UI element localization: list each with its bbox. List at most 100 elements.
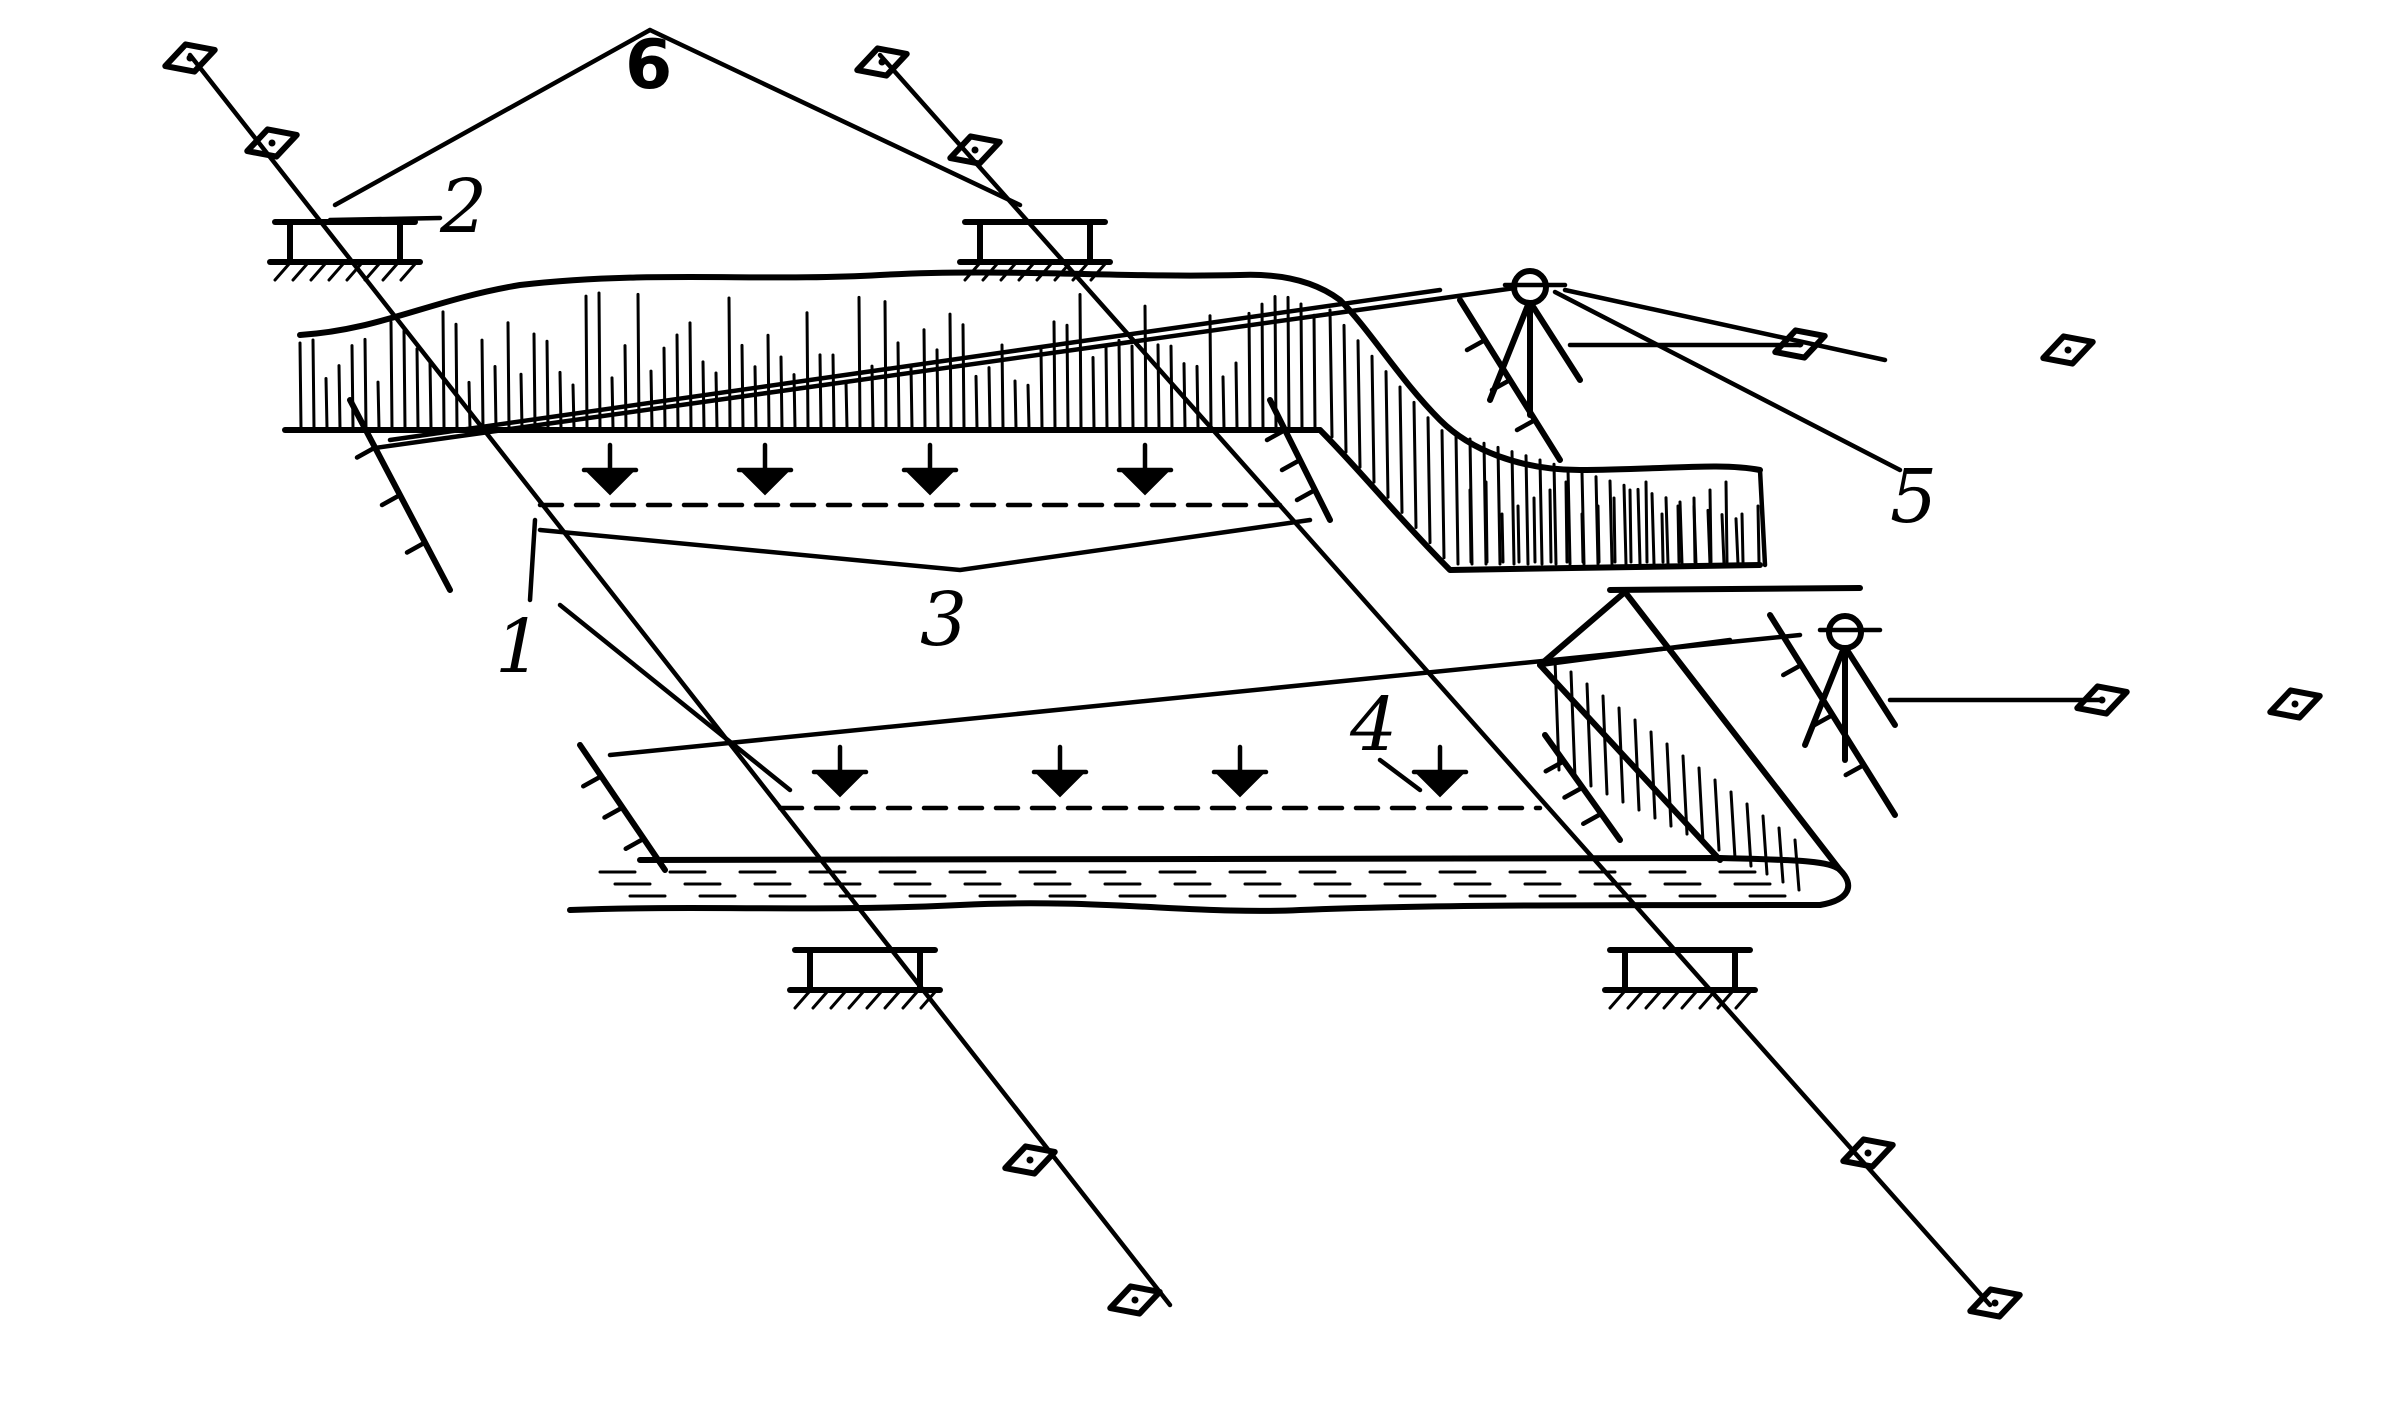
ground-hatch bbox=[363, 262, 381, 282]
hatch-stroke bbox=[1130, 344, 1135, 430]
level-markers bbox=[581, 442, 1469, 798]
hatch-stroke bbox=[805, 311, 810, 430]
ground-hatch bbox=[793, 990, 811, 1010]
hatch-stroke bbox=[948, 312, 953, 430]
ground-hatch bbox=[345, 262, 363, 282]
hatch-stroke bbox=[324, 376, 329, 430]
hatch-stroke bbox=[1664, 496, 1670, 566]
hatch-stroke bbox=[1566, 466, 1572, 566]
hatch-stroke bbox=[1596, 504, 1601, 564]
hatch-stroke bbox=[1708, 488, 1713, 564]
hatch-stroke bbox=[1580, 512, 1585, 564]
theodolite-upper bbox=[1487, 268, 1888, 418]
hatch-stroke bbox=[402, 329, 407, 430]
hatch-stroke bbox=[1468, 488, 1473, 564]
staff-tick bbox=[1781, 662, 1804, 678]
hatch-stroke bbox=[610, 376, 615, 430]
hatch-stroke bbox=[649, 369, 654, 430]
label-4: 4 bbox=[1349, 682, 1397, 768]
ground-hatch bbox=[1035, 262, 1053, 282]
marker-dot bbox=[1131, 1296, 1139, 1304]
ground-hatch bbox=[381, 262, 399, 282]
hatch-stroke bbox=[467, 380, 472, 430]
hatch-stroke bbox=[987, 366, 992, 430]
ground-hatch bbox=[963, 262, 981, 282]
hatch-stroke bbox=[441, 310, 446, 430]
hatch-stroke bbox=[1454, 433, 1460, 566]
ground-hatch bbox=[1680, 990, 1698, 1010]
sight-lines bbox=[372, 285, 1803, 811]
hatch-stroke bbox=[1510, 450, 1516, 566]
benchmarks bbox=[267, 219, 1758, 1010]
hatch-stroke bbox=[1756, 504, 1761, 564]
slope-hatching bbox=[1328, 308, 1761, 566]
level-triangle-icon bbox=[1413, 771, 1467, 798]
hatch-stroke bbox=[740, 343, 745, 430]
hatch-stroke bbox=[1649, 730, 1657, 820]
hatch-stroke bbox=[675, 333, 680, 430]
hatch-stroke bbox=[623, 344, 628, 430]
hatch-stroke bbox=[1039, 347, 1044, 430]
hatch-stroke bbox=[454, 322, 459, 430]
marker-dot bbox=[268, 139, 276, 147]
label-5: 5 bbox=[1890, 454, 1937, 540]
hatch-stroke bbox=[1440, 429, 1446, 560]
staff-tick bbox=[1843, 762, 1866, 778]
hatch-stroke bbox=[896, 341, 901, 430]
hatch-stroke bbox=[337, 364, 342, 430]
hatch-stroke bbox=[1636, 487, 1642, 566]
hatch-stroke bbox=[597, 291, 602, 430]
benchmark-legs bbox=[287, 219, 403, 265]
ground-hatch bbox=[901, 990, 919, 1010]
survey-marker-icon bbox=[244, 126, 300, 160]
ground-hatch bbox=[1644, 990, 1662, 1010]
hatch-stroke bbox=[1299, 302, 1304, 430]
hatch-stroke bbox=[1370, 354, 1376, 484]
ground-hatch bbox=[1662, 990, 1680, 1010]
survey-marker-icon bbox=[947, 133, 1003, 167]
ground-hatch bbox=[291, 262, 309, 282]
ground-hatch bbox=[1089, 262, 1107, 282]
hatch-stroke bbox=[1678, 500, 1684, 566]
label-3: 3 bbox=[920, 577, 967, 663]
staff-tick bbox=[1581, 811, 1604, 826]
hatch-stroke bbox=[857, 295, 862, 430]
marker-dot bbox=[2291, 700, 2299, 708]
ground-hatch bbox=[273, 262, 291, 282]
ground-hatch bbox=[811, 990, 829, 1010]
hatch-stroke bbox=[1740, 512, 1745, 564]
hatch-stroke bbox=[1312, 313, 1317, 430]
hatch-stroke bbox=[1793, 838, 1801, 892]
ground-hatch bbox=[1698, 990, 1716, 1010]
hatch-stroke bbox=[1516, 504, 1521, 564]
hatch-stroke bbox=[506, 321, 511, 430]
hatch-stroke bbox=[1221, 375, 1226, 430]
ground-hatch bbox=[309, 262, 327, 282]
hatch-stroke bbox=[1720, 513, 1726, 566]
staff-tick bbox=[354, 445, 378, 460]
hatch-stroke bbox=[1524, 454, 1530, 566]
hatch-stroke bbox=[1681, 754, 1689, 836]
ground-hatch bbox=[847, 990, 865, 1010]
hatch-stroke bbox=[662, 346, 667, 430]
hatch-stroke bbox=[922, 328, 927, 430]
bank-hatching bbox=[298, 291, 1317, 430]
hatch-stroke bbox=[1644, 480, 1649, 564]
ground-hatch bbox=[1071, 262, 1089, 282]
staff-tick bbox=[1264, 427, 1288, 443]
benchmark-legs bbox=[807, 947, 923, 993]
hatch-stroke bbox=[1091, 356, 1096, 430]
leader-lines bbox=[327, 27, 1903, 793]
hatch-stroke bbox=[1026, 383, 1031, 430]
level-triangle-icon bbox=[813, 771, 867, 798]
level-triangle-icon bbox=[1213, 771, 1267, 798]
level-triangle-icon bbox=[738, 469, 792, 496]
hatch-stroke bbox=[870, 364, 875, 430]
hatch-stroke bbox=[1724, 480, 1729, 564]
hatch-stroke bbox=[818, 353, 823, 430]
hatch-stroke bbox=[1660, 512, 1665, 564]
survey-marker-icon bbox=[2074, 683, 2130, 717]
hatch-stroke bbox=[1384, 370, 1390, 499]
hatch-stroke bbox=[298, 341, 303, 430]
